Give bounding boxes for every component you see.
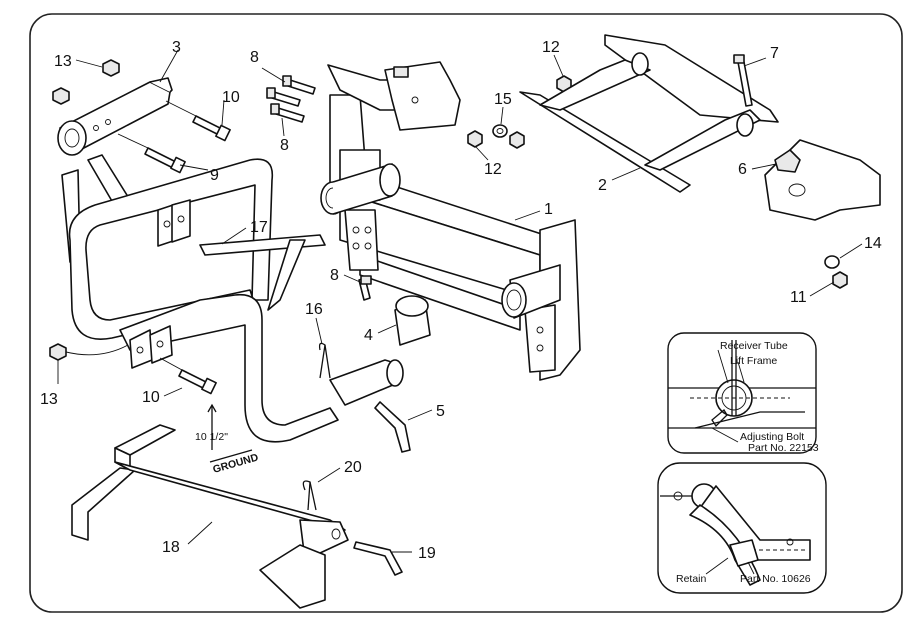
part-6-bracket (764, 139, 881, 221)
label-retain-part: Part No. 10626 (740, 573, 811, 585)
part-11-nut (832, 271, 848, 289)
part-2-frame (519, 34, 779, 193)
callout-c15: 15 (494, 91, 512, 108)
part-18-crossbar (71, 424, 349, 609)
callout-c10b: 10 (142, 389, 160, 406)
leader-lines (57, 49, 863, 553)
callout-c18: 18 (162, 539, 180, 556)
part-13-nut-upper (52, 59, 120, 105)
part-frame-tubes (61, 154, 404, 443)
callout-c16: 16 (305, 301, 323, 318)
callout-c19: 19 (418, 545, 436, 562)
part-12-nuts (467, 75, 572, 149)
callout-c7: 7 (770, 45, 779, 62)
callout-labels: 13 3 10 9 8 8 12 15 12 7 2 6 1 17 14 11 8 16 4 13 10 5 20 18 19 (40, 39, 882, 562)
part-1-receiver (320, 94, 581, 381)
part-13-nut-lower (49, 343, 129, 361)
callout-c6: 6 (738, 161, 747, 178)
measurement-height: 10 1/2" (195, 431, 228, 443)
label-receiver-tube: Receiver Tube (720, 340, 788, 352)
label-adjusting-bolt-part: Part No. 22153 (748, 442, 819, 454)
outer-frame (29, 13, 903, 613)
callout-c20: 20 (344, 459, 362, 476)
inset-receiver-tube: Receiver Tube Lift Frame Adjusting Bolt … (667, 332, 819, 454)
callout-c10a: 10 (222, 89, 240, 106)
part-9-bolt (117, 133, 186, 174)
callout-c3: 3 (172, 39, 181, 56)
part-16-pin (318, 342, 331, 379)
callout-c12a: 12 (542, 39, 560, 56)
part-14-washer (824, 255, 840, 269)
inset-retain: Retain Part No. 10626 (657, 462, 827, 594)
part-15-washer (492, 124, 508, 138)
callout-c8a: 8 (250, 49, 259, 66)
callout-c5: 5 (436, 403, 445, 420)
part-8-bolts (266, 75, 372, 301)
callout-c8b: 8 (280, 137, 289, 154)
callout-c13b: 13 (40, 391, 58, 408)
ground-measurement (207, 403, 253, 463)
label-adjusting-bolt: Adjusting Bolt (740, 431, 804, 443)
part-upper-bracket (327, 61, 461, 131)
part-4-spacer (394, 295, 431, 346)
callout-c2: 2 (598, 177, 607, 194)
part-10-bolt-lower (159, 357, 217, 395)
part-5-pin (374, 401, 411, 453)
callout-c11: 11 (790, 289, 807, 306)
callout-c14: 14 (864, 235, 882, 252)
part-3-bracket (57, 77, 173, 156)
callout-c13a: 13 (54, 53, 72, 70)
callout-c17: 17 (250, 219, 268, 236)
callout-c9: 9 (210, 167, 219, 184)
callout-c4: 4 (364, 327, 373, 344)
part-19-pin (353, 541, 403, 576)
part-7-bolt (733, 54, 753, 107)
callout-c8c: 8 (330, 267, 339, 284)
callout-c12b: 12 (484, 161, 502, 178)
label-lift-frame: Lift Frame (730, 355, 777, 367)
label-retain: Retain (676, 573, 707, 585)
part-10-bolt-upper (165, 100, 231, 142)
part-20-pin (302, 480, 317, 511)
callout-c1: 1 (544, 201, 553, 218)
